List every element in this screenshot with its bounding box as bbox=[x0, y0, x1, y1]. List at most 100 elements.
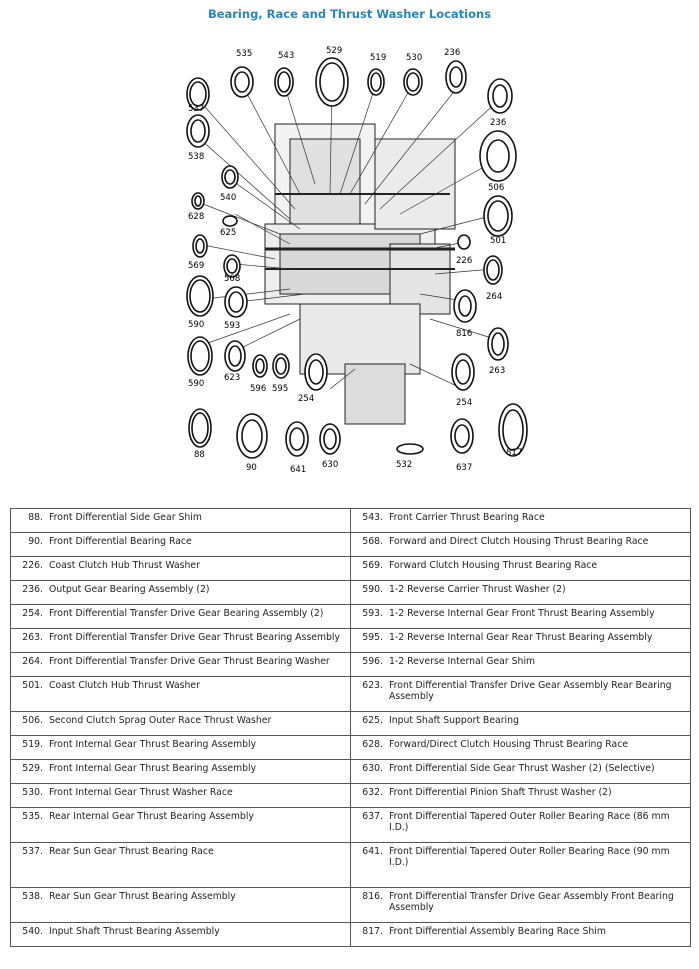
callout-264: 264 bbox=[486, 292, 502, 302]
callout-88: 88 bbox=[194, 450, 205, 460]
part-number: 529. bbox=[22, 763, 43, 774]
part-description: Rear Internal Gear Thrust Bearing Assemb… bbox=[49, 811, 254, 822]
callout-532: 532 bbox=[396, 460, 412, 470]
table-row: 501.Coast Clutch Hub Thrust Washer 623.F… bbox=[10, 676, 691, 712]
part-description: Front Differential Transfer Drive Gear A… bbox=[389, 891, 674, 913]
table-cell-left: 506.Second Clutch Sprag Outer Race Thrus… bbox=[10, 711, 351, 736]
part-description: Front Differential Transfer Drive Gear A… bbox=[389, 680, 672, 702]
callout-568: 568 bbox=[224, 274, 240, 284]
callout-538: 538 bbox=[188, 152, 204, 162]
callout-641: 641 bbox=[290, 465, 306, 475]
part-description: 1-2 Reverse Internal Gear Shim bbox=[389, 656, 536, 667]
table-cell-right: 632. Front Differential Pinion Shaft Thru… bbox=[350, 783, 691, 808]
callout-254: 254 bbox=[298, 394, 314, 404]
table-cell-left: 519. Front Internal Gear Thrust Bearing A… bbox=[10, 735, 351, 760]
part-number: 625. bbox=[362, 715, 383, 726]
part-description: Front Differential Transfer Drive Gear B… bbox=[49, 608, 324, 619]
part-number: 641. bbox=[362, 846, 383, 857]
table-cell-right: 817. Front Differential Assembly Bearing … bbox=[350, 922, 691, 947]
callout-590: 590 bbox=[188, 320, 204, 330]
part-number: 628. bbox=[362, 739, 383, 750]
table-cell-right: 816. Front Differential Transfer Drive Ge… bbox=[350, 887, 691, 923]
table-row: 236.Output Gear Bearing Assembly (2) 590… bbox=[10, 580, 691, 605]
table-cell-left: 537.Rear Sun Gear Thrust Bearing Race bbox=[10, 842, 351, 888]
part-number: 535. bbox=[22, 811, 43, 822]
callout-543: 543 bbox=[278, 51, 294, 61]
part-number: 816. bbox=[362, 891, 383, 902]
table-cell-right: 595.1-2 Reverse Internal Gear Rear Thrus… bbox=[350, 628, 691, 653]
callout-817: 817 bbox=[506, 448, 522, 458]
exploded-view-illustration: 535 543 529 519 530 236 537 236 538 506 … bbox=[186, 46, 528, 475]
part-number: 530. bbox=[22, 787, 43, 798]
table-row: 529. Front Internal Gear Thrust Bearing A… bbox=[10, 759, 691, 784]
table-cell-right: 596.1-2 Reverse Internal Gear Shim bbox=[350, 652, 691, 677]
part-number: 590. bbox=[362, 584, 383, 595]
table-cell-left: 530. Front Internal Gear Thrust Washer Ra… bbox=[10, 783, 351, 808]
part-description: Second Clutch Sprag Outer Race Thrust Wa… bbox=[49, 715, 272, 726]
part-number: 537. bbox=[22, 846, 43, 857]
callout-593: 593 bbox=[224, 321, 240, 331]
part-number: 538. bbox=[22, 891, 43, 902]
table-row: 519. Front Internal Gear Thrust Bearing A… bbox=[10, 735, 691, 760]
table-cell-right: 630. Front Differential Side Gear Thrust … bbox=[350, 759, 691, 784]
table-row: 535. Rear Internal Gear Thrust Bearing As… bbox=[10, 807, 691, 843]
part-number: 817. bbox=[362, 926, 383, 937]
callout-537: 537 bbox=[188, 104, 204, 114]
part-description: 1-2 Reverse Internal Gear Front Thrust B… bbox=[389, 608, 655, 619]
part-number: 543. bbox=[362, 512, 383, 523]
callout-625: 625 bbox=[220, 228, 236, 238]
callout-519: 519 bbox=[370, 53, 386, 63]
part-description: Front Carrier Thrust Bearing Race bbox=[389, 512, 545, 523]
part-description: Input Shaft Thrust Bearing Assembly bbox=[49, 926, 220, 937]
part-number: 519. bbox=[22, 739, 43, 750]
callout-623: 623 bbox=[224, 373, 240, 383]
table-cell-right: 623.Front Differential Transfer Drive Ge… bbox=[350, 676, 691, 712]
part-description: Front Differential Pinion Shaft Thrust W… bbox=[389, 787, 612, 798]
part-number: 90. bbox=[28, 536, 43, 547]
part-number: 632. bbox=[362, 787, 383, 798]
part-number: 637. bbox=[362, 811, 383, 822]
callout-236: 236 bbox=[490, 118, 506, 128]
part-number: 88. bbox=[28, 512, 43, 523]
part-description: 1-2 Reverse Internal Gear Rear Thrust Be… bbox=[389, 632, 653, 643]
callout-506: 506 bbox=[488, 183, 504, 193]
table-cell-left: 535. Rear Internal Gear Thrust Bearing As… bbox=[10, 807, 351, 843]
table-cell-left: 501.Coast Clutch Hub Thrust Washer bbox=[10, 676, 351, 712]
part-description: Front Differential Transfer Drive Gear T… bbox=[49, 632, 340, 643]
part-description: Front Differential Assembly Bearing Race… bbox=[389, 926, 606, 937]
table-row: 90.Front Differential Bearing Race 568.F… bbox=[10, 532, 691, 557]
callout-637: 637 bbox=[456, 463, 472, 473]
table-cell-right: 568.Forward and Direct Clutch Housing Th… bbox=[350, 532, 691, 557]
part-description: Front Internal Gear Thrust Washer Race bbox=[49, 787, 233, 798]
table-cell-right: 543. Front Carrier Thrust Bearing Race bbox=[350, 508, 691, 533]
table-cell-right: 628. Forward/Direct Clutch Housing Thrust… bbox=[350, 735, 691, 760]
table-row: 264.Front Differential Transfer Drive Ge… bbox=[10, 652, 691, 677]
table-row: 530. Front Internal Gear Thrust Washer Ra… bbox=[10, 783, 691, 808]
part-description: Rear Sun Gear Thrust Bearing Assembly bbox=[49, 891, 236, 902]
part-number: 630. bbox=[362, 763, 383, 774]
callout-90: 90 bbox=[246, 463, 257, 473]
part-description: Forward/Direct Clutch Housing Thrust Bea… bbox=[389, 739, 629, 750]
part-number: 254. bbox=[22, 608, 43, 619]
part-description: Front Differential Transfer Drive Gear T… bbox=[49, 656, 330, 667]
table-cell-right: 641.Front Differential Tapered Outer Rol… bbox=[350, 842, 691, 888]
parts-legend-table: 88.Front Differential Side Gear Shim 543… bbox=[10, 508, 691, 947]
table-row: 506.Second Clutch Sprag Outer Race Thrus… bbox=[10, 711, 691, 736]
callout-590: 590 bbox=[188, 379, 204, 389]
part-description: Front Internal Gear Thrust Bearing Assem… bbox=[49, 739, 257, 750]
callout-529: 529 bbox=[326, 46, 342, 56]
part-description: Forward and Direct Clutch Housing Thrust… bbox=[389, 536, 649, 547]
table-cell-left: 529. Front Internal Gear Thrust Bearing A… bbox=[10, 759, 351, 784]
table-cell-left: 88.Front Differential Side Gear Shim bbox=[10, 508, 351, 533]
part-description: Front Internal Gear Thrust Bearing Assem… bbox=[49, 763, 257, 774]
part-number: 226. bbox=[22, 560, 43, 571]
callout-236: 236 bbox=[444, 48, 460, 58]
callout-254: 254 bbox=[456, 398, 472, 408]
table-cell-right: 590.1-2 Reverse Carrier Thrust Washer (2… bbox=[350, 580, 691, 605]
table-cell-right: 569.Forward Clutch Housing Thrust Bearin… bbox=[350, 556, 691, 581]
table-row: 88.Front Differential Side Gear Shim 543… bbox=[10, 508, 691, 533]
part-number: 569. bbox=[362, 560, 383, 571]
part-description: Front Differential Side Gear Thrust Wash… bbox=[389, 763, 655, 774]
table-cell-left: 263.Front Differential Transfer Drive Ge… bbox=[10, 628, 351, 653]
part-number: 593. bbox=[362, 608, 383, 619]
